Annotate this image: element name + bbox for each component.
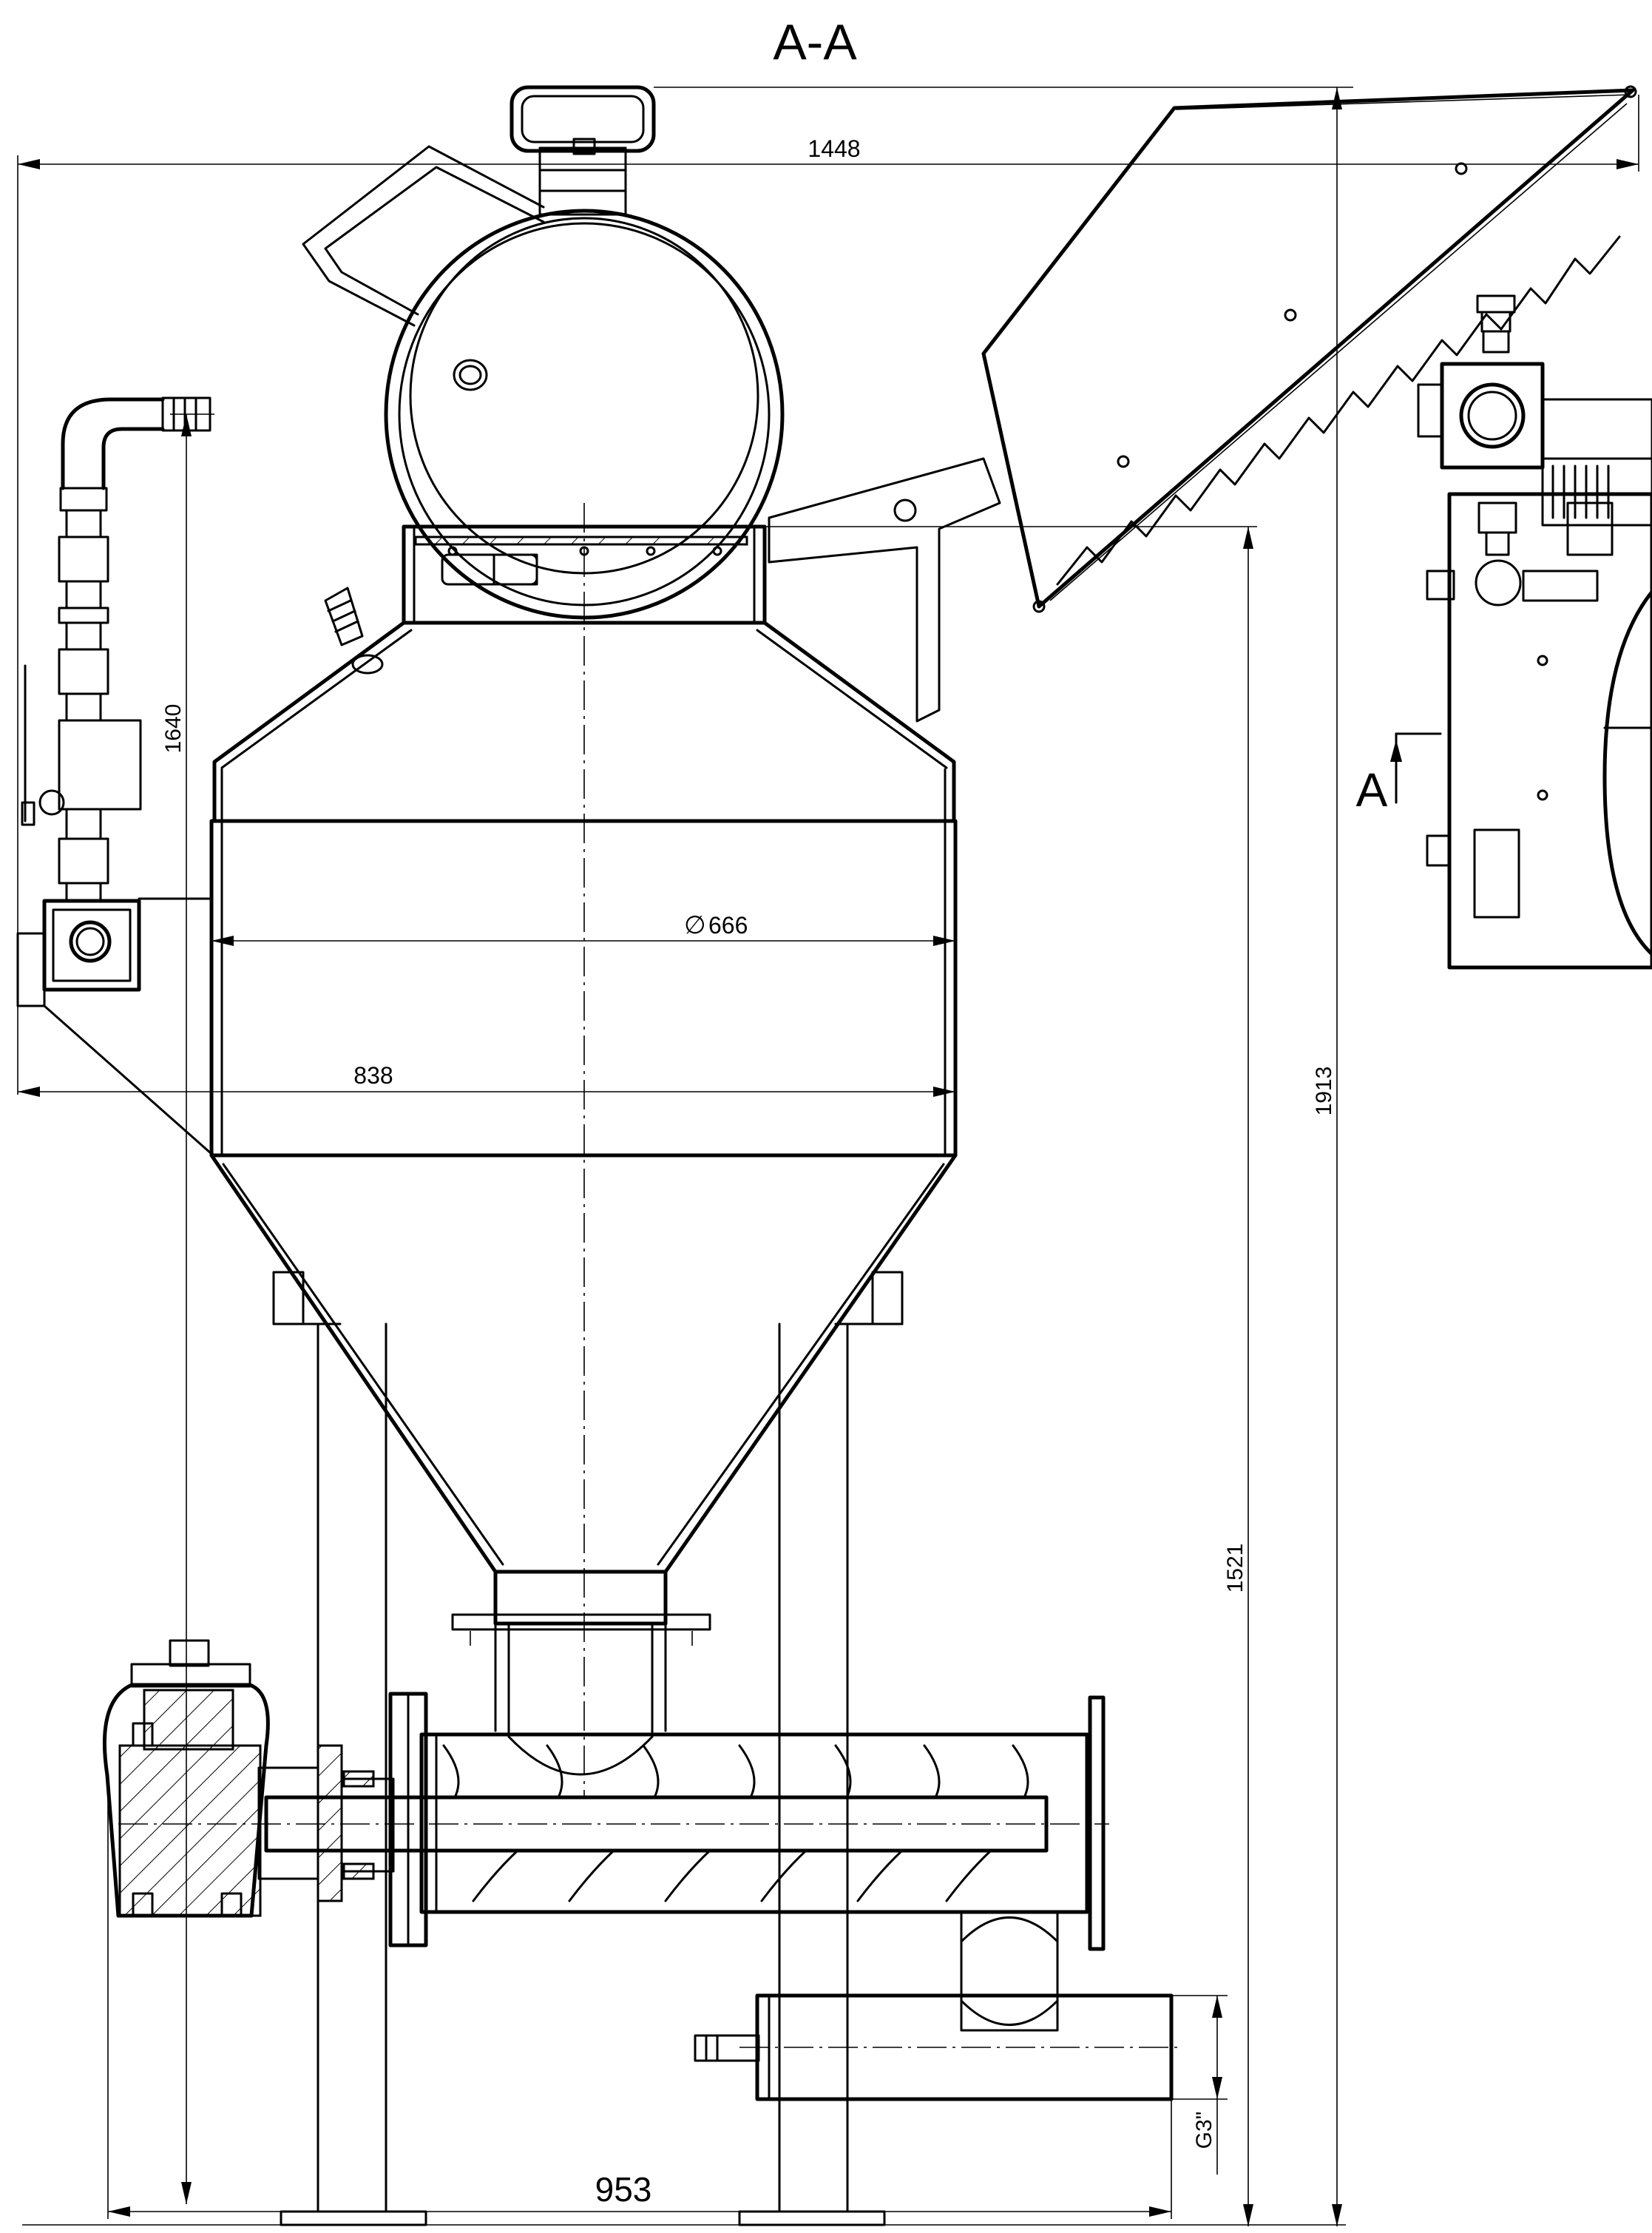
dim-width-body: 838 <box>353 1062 393 1089</box>
diameter-symbol: ∅ <box>684 911 706 939</box>
section-marker: A <box>1356 763 1388 817</box>
screw-flights <box>442 1744 1029 1902</box>
feed-hopper <box>768 85 1637 723</box>
dim-height-total: 1913 <box>1312 1067 1336 1116</box>
support-legs <box>272 1271 904 2226</box>
tank-body <box>209 621 958 1776</box>
outlet-pipe <box>694 1993 1183 2101</box>
side-view-partial: A <box>1356 294 1652 970</box>
screw-conveyor <box>118 1692 1109 2032</box>
dimensions: 1448 838 ∅ 666 1640 1913 1521 <box>17 87 1639 2226</box>
left-piping <box>16 396 213 1155</box>
dim-thread-outlet: G3" <box>1192 2112 1216 2149</box>
dim-width-base: 953 <box>595 2170 652 2209</box>
dim-width-top: 1448 <box>808 135 860 162</box>
dim-diameter-body: 666 <box>708 912 748 939</box>
section-title: A-A <box>773 14 857 70</box>
gear-motor <box>102 1639 395 1918</box>
dim-height-hopper-top: 1521 <box>1223 1544 1248 1593</box>
dim-height-feed-pipe: 1640 <box>161 704 186 754</box>
